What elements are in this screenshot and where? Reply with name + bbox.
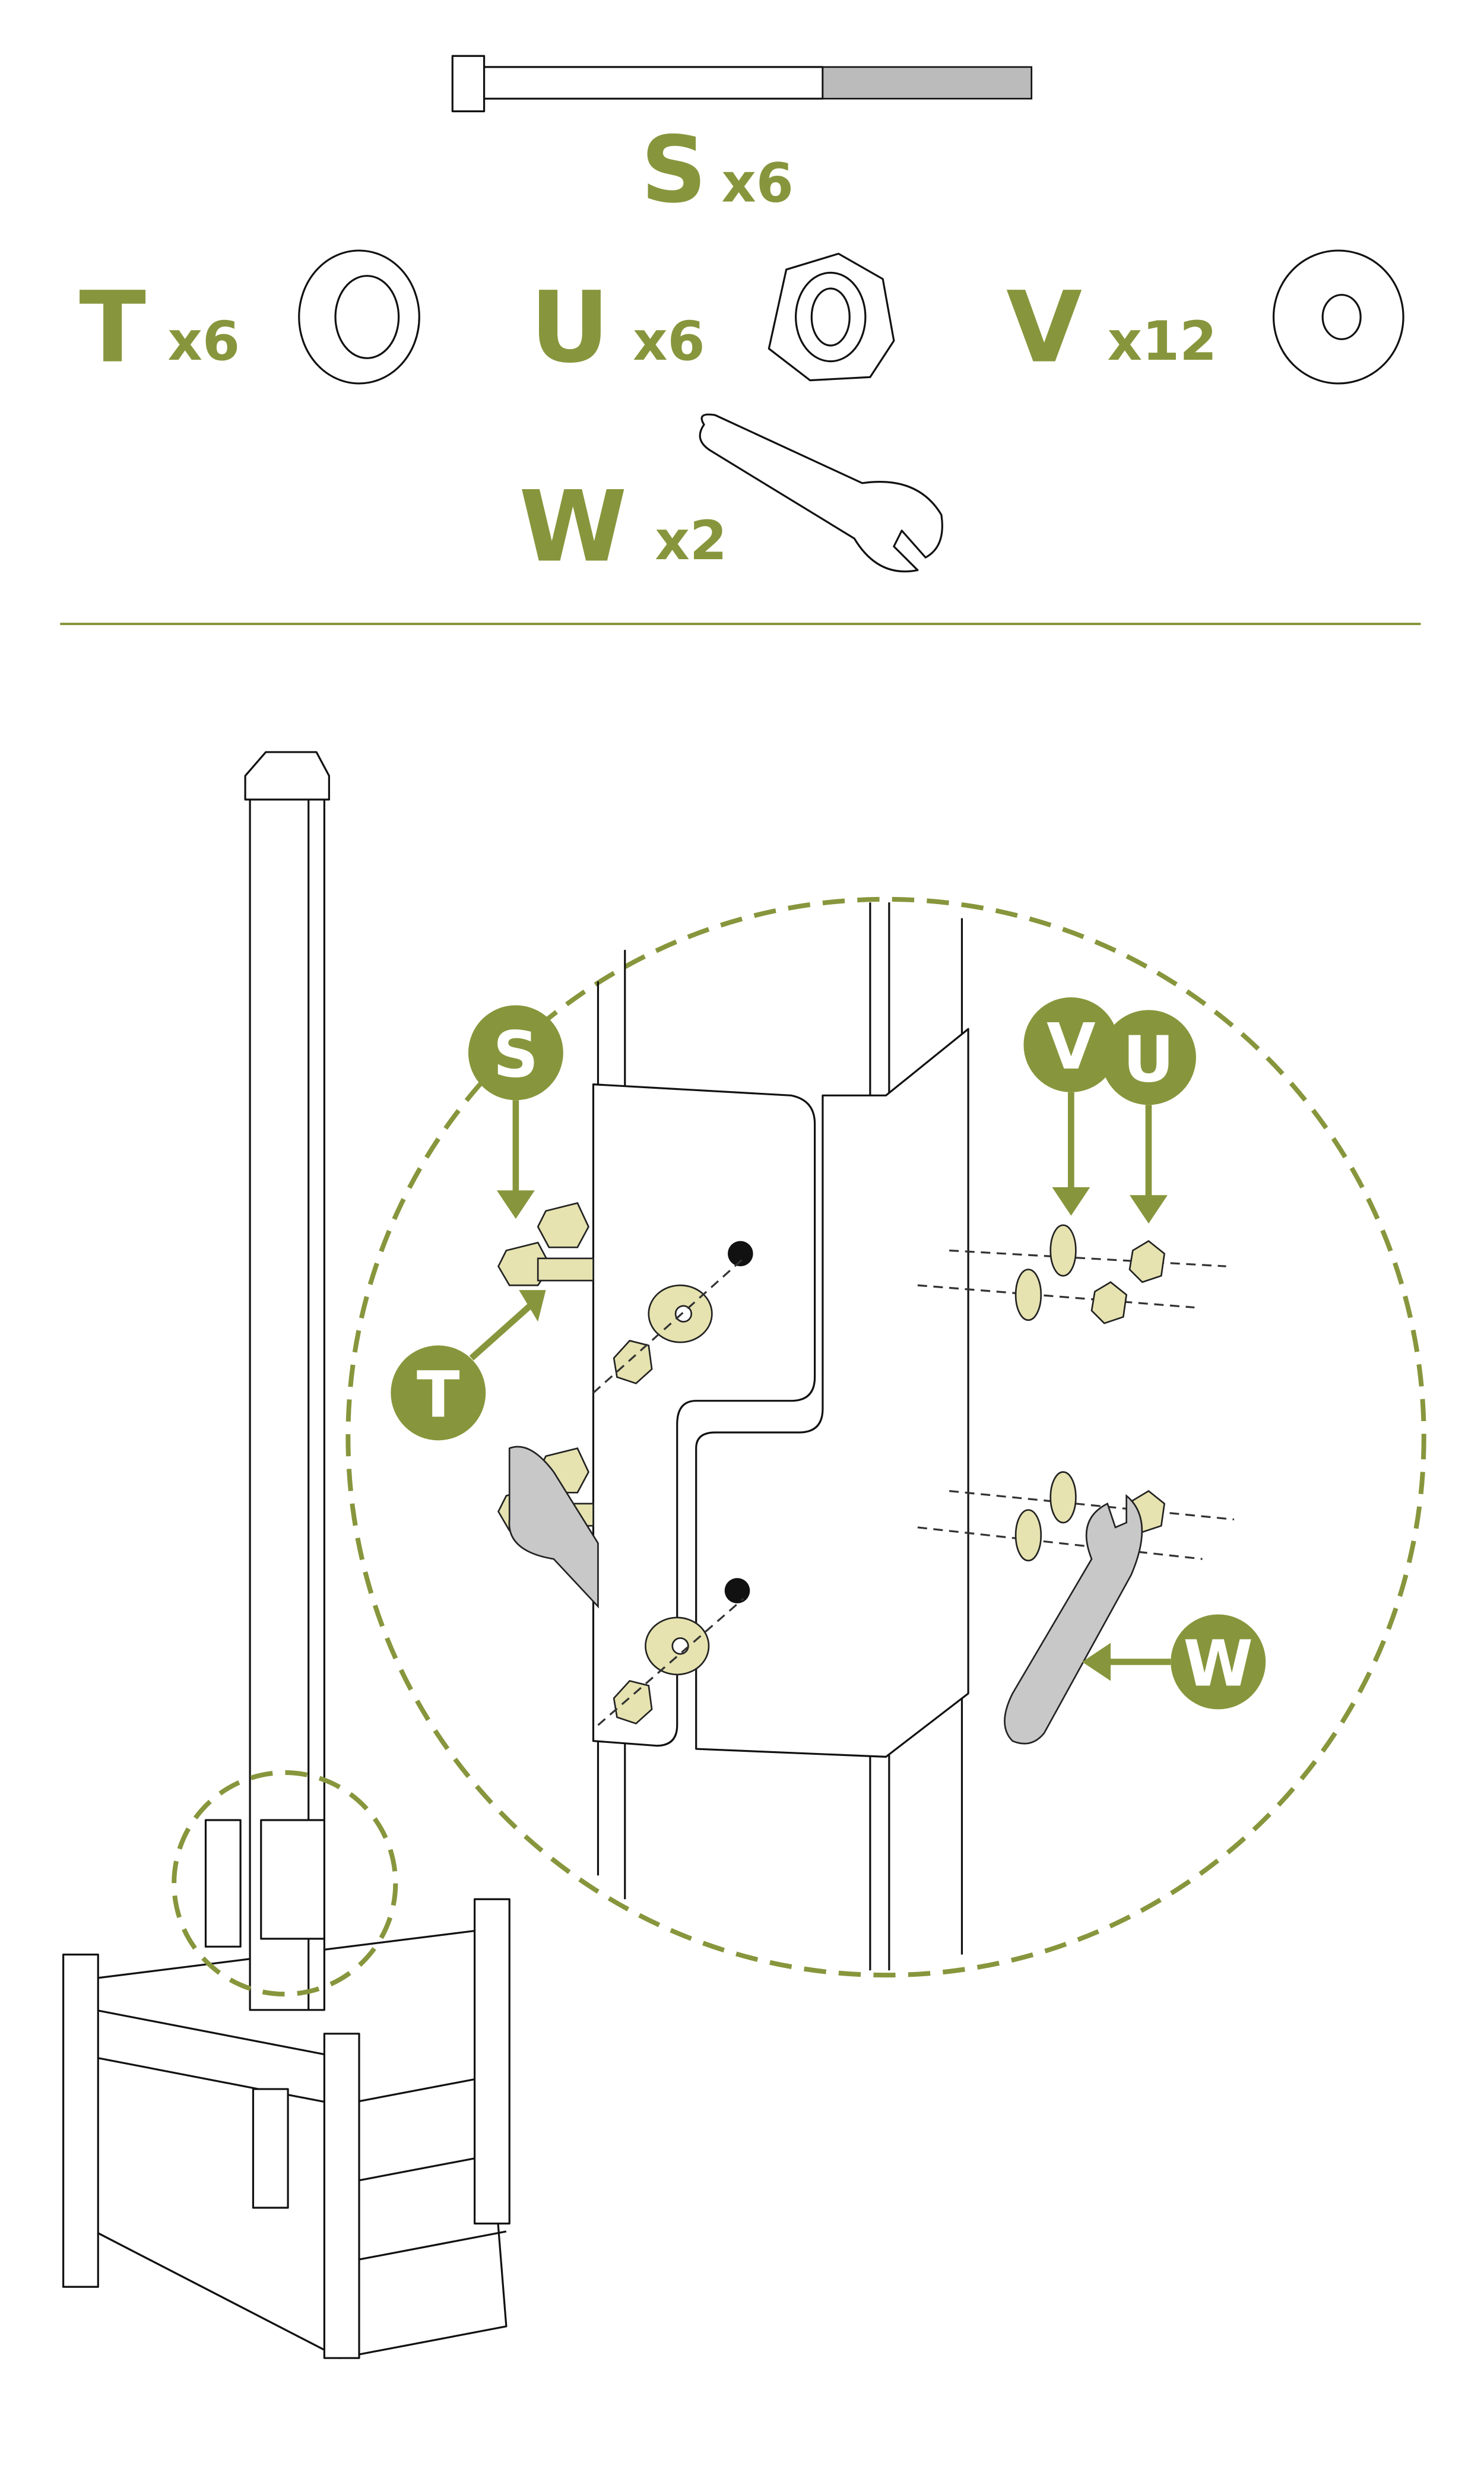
post-detail — [592, 902, 969, 1971]
part-s-letter: S — [640, 117, 706, 223]
part-s-qty: x6 — [721, 152, 794, 214]
lock-washer-icon — [298, 249, 420, 385]
callout-s: S — [468, 1005, 563, 1219]
svg-text:U: U — [1123, 1023, 1175, 1096]
part-u-letter: U — [530, 271, 610, 385]
part-w-letter: W — [519, 470, 627, 584]
part-v-qty: x12 — [1108, 310, 1217, 373]
planter-box — [62, 1819, 510, 2359]
part-v-letter: V — [1006, 271, 1082, 385]
svg-text:V: V — [1047, 1010, 1096, 1084]
detail-magnified-view — [345, 896, 1426, 1978]
callout-u: U — [1101, 1010, 1196, 1224]
detail-highlight-small — [172, 1770, 398, 1997]
part-t-letter: T — [79, 271, 146, 385]
post — [244, 751, 330, 2209]
bolt-icon — [451, 55, 1033, 113]
flat-washer-icon — [1272, 249, 1404, 385]
wrench-icon — [699, 413, 943, 573]
hex-nut-icon — [768, 252, 895, 382]
callout-t: T — [391, 1290, 546, 1441]
part-u-qty: x6 — [633, 310, 705, 373]
callout-v: V — [1023, 997, 1119, 1216]
part-t-qty: x6 — [168, 310, 240, 373]
svg-text:S: S — [493, 1018, 538, 1092]
callout-w: W — [1082, 1614, 1266, 1710]
wrench-detail — [508, 1446, 1143, 1745]
part-w-qty: x2 — [655, 510, 727, 572]
svg-text:W: W — [1183, 1627, 1253, 1701]
svg-text:T: T — [417, 1358, 460, 1432]
